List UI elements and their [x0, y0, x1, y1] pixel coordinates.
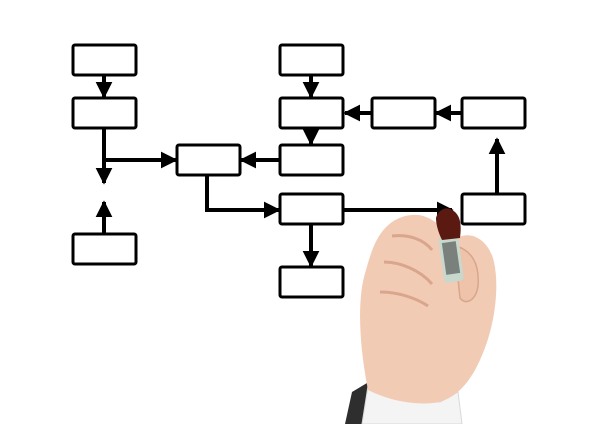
flowchart-boxes [71, 43, 527, 299]
marker-label [441, 241, 461, 275]
flowchart-box [175, 143, 242, 177]
flowchart-box [460, 192, 527, 226]
flowchart-box [278, 43, 345, 77]
marker-cap [436, 208, 461, 240]
flowchart-box [278, 192, 345, 226]
flowchart-box [460, 96, 527, 130]
flowchart-arrow [205, 175, 281, 219]
finger-shadow [379, 234, 434, 308]
flowchart-box [71, 232, 138, 266]
hand-palm [360, 214, 497, 404]
flowchart-connectors [95, 75, 506, 268]
hand-holding-marker-icon [345, 208, 497, 424]
flowchart-box [71, 96, 138, 130]
flowchart-box [370, 96, 437, 130]
flowchart-box [278, 143, 345, 177]
flowchart-box [71, 43, 138, 77]
flowchart-box [278, 265, 345, 299]
flowchart-box [278, 96, 345, 130]
